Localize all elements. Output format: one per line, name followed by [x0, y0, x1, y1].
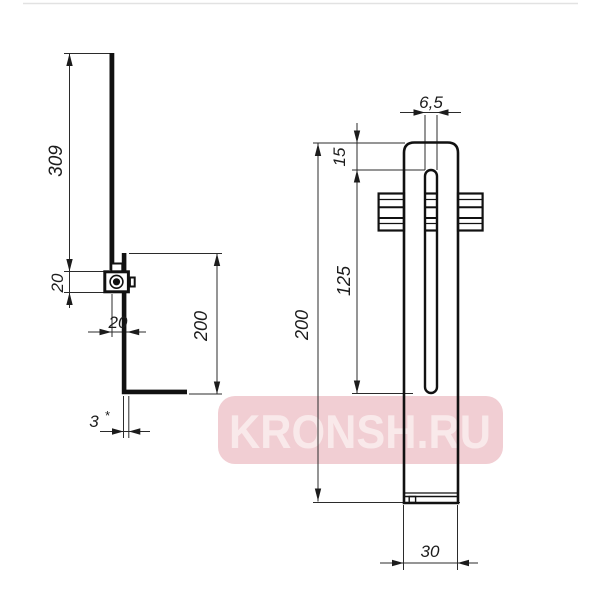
side-view-arrowheads [66, 53, 221, 435]
front-view-left-rail [377, 192, 406, 232]
dim-front-slot-top-label: 15 [330, 147, 349, 166]
bottom-fold-notch [408, 495, 417, 504]
watermark-text: KRONSH.RU [229, 405, 491, 458]
front-view-rail-through-slot [425, 192, 437, 232]
side-view-angle-profile [121, 253, 187, 395]
dim-side-clamp-height-label: 20 [48, 273, 67, 293]
dim-side-thickness-note: * [104, 408, 110, 423]
side-view-clamp [103, 262, 136, 294]
clamp-side-tab [128, 276, 136, 288]
dim-front-height-label: 200 [292, 310, 312, 341]
front-view-slot [423, 168, 439, 395]
dim-side-thickness-label: 3 [89, 412, 99, 431]
front-view-arrowheads [314, 109, 469, 567]
side-view-plate [109, 53, 115, 270]
front-view-right-rail [456, 192, 484, 232]
dim-front-slot-width-label: 6,5 [419, 93, 443, 112]
front-view: 6,5 15 125 200 30 [292, 93, 484, 570]
dim-side-leg-height-label: 200 [191, 311, 211, 342]
watermark-band [218, 396, 503, 464]
watermark: KRONSH.RU [218, 396, 503, 464]
dim-front-width-label: 30 [421, 542, 440, 561]
front-view-dimension-lines [313, 112, 478, 570]
front-view-bottom-fold [404, 492, 458, 504]
clamp-bolt [112, 278, 121, 286]
dim-side-height-label: 309 [46, 145, 67, 177]
dim-side-offset-label: 20 [108, 313, 128, 332]
dim-front-slot-length-label: 125 [334, 265, 354, 296]
side-view: 309 20 20 200 3 * [46, 53, 222, 438]
front-view-body-outline [402, 141, 460, 505]
side-view-dimension-lines [64, 53, 222, 438]
